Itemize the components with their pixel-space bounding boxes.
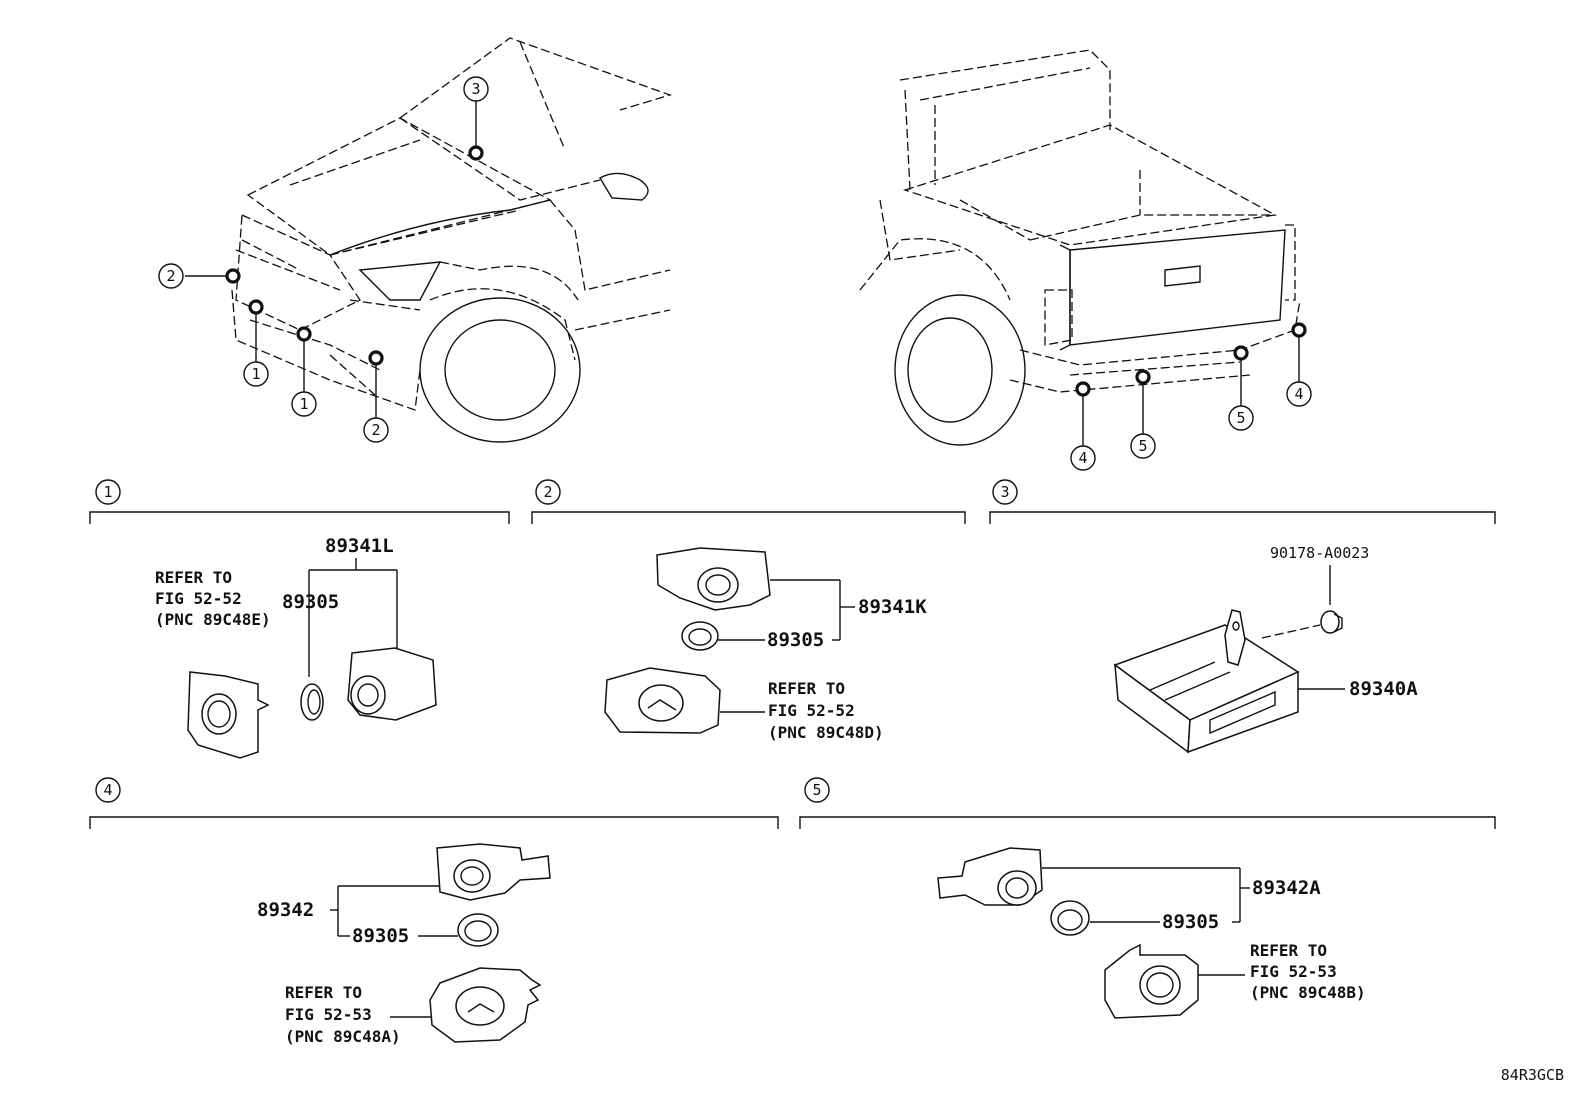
svg-text:4: 4 (1294, 385, 1303, 403)
ring-icon-s1 (300, 683, 324, 721)
refer-line-2-s1: FIG 52-52 (155, 589, 242, 608)
sensor-icon-s1 (347, 647, 437, 721)
part-89342A-label: 89342A (1252, 877, 1321, 899)
part-89341L-label: 89341L (325, 535, 394, 557)
section-3-number: 3 (1000, 483, 1009, 501)
part-89340A-label: 89340A (1349, 678, 1418, 700)
bezel-icon-s1 (187, 671, 270, 759)
callout-front-2-left: 2 (158, 263, 184, 289)
ring-icon-s4 (457, 913, 499, 947)
diagram-code: 84R3GCB (1501, 1066, 1564, 1084)
section-3: 3 90178-A0023 89340A (989, 479, 1496, 754)
bezel-icon-s2 (604, 667, 721, 734)
refer-line-2-s2: FIG 52-52 (768, 701, 855, 720)
refer-line-3-s2: (PNC 89C48D) (768, 723, 884, 742)
refer-line-1-s4: REFER TO (285, 983, 362, 1002)
ring-icon-s2 (681, 621, 719, 651)
refer-line-3-s4: (PNC 89C48A) (285, 1027, 401, 1046)
refer-line-1-s1: REFER TO (155, 568, 232, 587)
callout-front-3: 3 (463, 76, 489, 102)
svg-text:5: 5 (1138, 437, 1147, 455)
callout-front-2-right: 2 (363, 417, 389, 443)
svg-text:4: 4 (1078, 449, 1087, 467)
clip-icon (1320, 610, 1343, 634)
part-89305-label-s5: 89305 (1162, 911, 1219, 933)
refer-line-3-s5: (PNC 89C48B) (1250, 983, 1366, 1002)
section-5-number: 5 (812, 781, 821, 799)
callout-rear-4-left: 4 (1070, 445, 1096, 471)
ecu-module-icon (1113, 609, 1300, 754)
rear-vehicle-illustration (859, 49, 1307, 446)
refer-line-2-s4: FIG 52-53 (285, 1005, 372, 1024)
refer-line-3-s1: (PNC 89C48E) (155, 610, 271, 629)
section-4: 4 89342 89305 REFER TO FIG 52-53 (PNC 89… (89, 777, 779, 1046)
front-vehicle-illustration (185, 37, 673, 443)
svg-text:1: 1 (299, 395, 308, 413)
svg-text:2: 2 (371, 421, 380, 439)
refer-line-1-s5: REFER TO (1250, 941, 1327, 960)
section-4-number: 4 (103, 781, 112, 799)
ring-icon-s5 (1050, 900, 1090, 936)
svg-text:5: 5 (1236, 409, 1245, 427)
callout-rear-5-left: 5 (1130, 433, 1156, 459)
bezel-icon-s4 (429, 967, 542, 1043)
callout-front-1-right: 1 (291, 391, 317, 417)
section-1-number: 1 (103, 483, 112, 501)
bezel-icon-s5 (1104, 943, 1199, 1019)
section-2-number: 2 (543, 483, 552, 501)
section-5: 5 89342A 89305 REFER TO FIG 52-53 (PNC 8… (799, 777, 1496, 1019)
part-89305-label-s4: 89305 (352, 925, 409, 947)
part-89341K-label: 89341K (858, 596, 927, 618)
refer-line-2-s5: FIG 52-53 (1250, 962, 1337, 981)
callout-front-1-left: 1 (243, 361, 269, 387)
part-89305-label-s1: 89305 (282, 591, 339, 613)
sensor-icon-s2 (656, 547, 771, 611)
section-2: 2 89341K 89305 REFER TO FIG 52-52 (PNC 8… (531, 479, 966, 742)
callout-rear-4-right: 4 (1286, 381, 1312, 407)
svg-text:1: 1 (251, 365, 260, 383)
refer-line-1-s2: REFER TO (768, 679, 845, 698)
sensor-icon-s4 (436, 843, 551, 901)
svg-text:3: 3 (471, 80, 480, 98)
sensor-icon-s5 (937, 847, 1043, 906)
part-90178-A0023-label: 90178-A0023 (1270, 544, 1369, 562)
section-1: 1 89341L 89305 REFER TO FIG 52-52 (PNC 8… (89, 479, 510, 759)
part-89305-label-s2: 89305 (767, 629, 824, 651)
svg-text:2: 2 (166, 267, 175, 285)
part-89342-label: 89342 (257, 899, 314, 921)
callout-rear-5-right: 5 (1228, 405, 1254, 431)
